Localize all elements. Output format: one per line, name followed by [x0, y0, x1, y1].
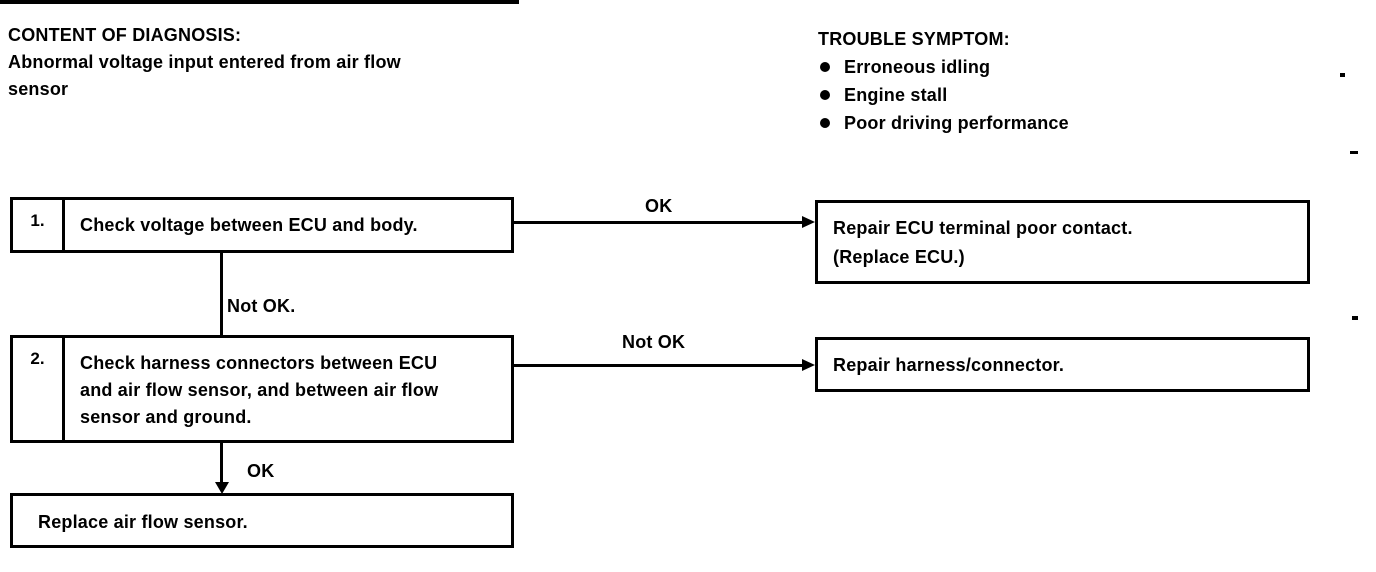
symptom-item-label: Engine stall [844, 84, 948, 105]
result-text-line: Repair ECU terminal poor contact. [833, 218, 1133, 238]
connector-label-ok: OK [247, 461, 275, 481]
diagnosis-description-line: sensor [8, 79, 69, 99]
scan-speck [1352, 316, 1358, 320]
step-text: Check voltage between ECU and body. [80, 215, 418, 235]
symptom-item: Erroneous idling [818, 53, 1338, 81]
symptom-title: TROUBLE SYMPTOM: [818, 29, 1010, 49]
connector-label-not-ok: Not OK. [227, 296, 296, 316]
step-box-2: 2. Check harness connectors between ECU … [10, 335, 514, 443]
step-number: 1. [13, 200, 65, 250]
diagnosis-description-line: Abnormal voltage input entered from air … [8, 52, 401, 72]
arrow-right-icon [802, 216, 815, 228]
step-text-line: Check harness connectors between ECU [80, 353, 438, 373]
connector-line-right-2 [513, 364, 803, 367]
step-number: 2. [13, 338, 65, 440]
step-text-line: and air flow sensor, and between air flo… [80, 380, 439, 400]
symptom-item: Engine stall [818, 81, 1338, 109]
bullet-icon [820, 118, 830, 128]
result-box-1: Repair ECU terminal poor contact. (Repla… [815, 200, 1310, 284]
result-text-line: (Replace ECU.) [833, 247, 965, 267]
terminal-text: Replace air flow sensor. [38, 512, 248, 532]
scan-speck [1340, 73, 1345, 77]
symptom-section: TROUBLE SYMPTOM: Erroneous idling Engine… [818, 26, 1338, 137]
connector-line-right-1 [513, 221, 803, 224]
symptom-item-label: Poor driving performance [844, 112, 1069, 133]
diagnosis-section: CONTENT OF DIAGNOSIS: Abnormal voltage i… [8, 22, 508, 103]
step-text: Check harness connectors between ECU and… [65, 338, 446, 440]
arrow-right-icon [802, 359, 815, 371]
result-box-2: Repair harness/connector. [815, 337, 1310, 392]
result-text: Repair ECU terminal poor contact. (Repla… [818, 203, 1143, 281]
arrow-down-icon [215, 482, 229, 494]
divider-line-right-bottom [0, 0, 511, 4]
connector-line-down-2 [220, 443, 223, 483]
symptom-item-label: Erroneous idling [844, 56, 991, 77]
diagnosis-title: CONTENT OF DIAGNOSIS: [8, 25, 242, 45]
bullet-icon [820, 90, 830, 100]
scan-speck [1350, 151, 1358, 154]
bullet-icon [820, 62, 830, 72]
connector-line-down-1 [220, 252, 223, 336]
symptom-item: Poor driving performance [818, 109, 1338, 137]
connector-label-ok: OK [645, 196, 673, 216]
connector-label-not-ok: Not OK [622, 332, 686, 352]
result-text: Repair harness/connector. [833, 355, 1065, 375]
step-text-line: sensor and ground. [80, 407, 252, 427]
step-box-1: 1. Check voltage between ECU and body. [10, 197, 514, 253]
terminal-box: Replace air flow sensor. [10, 493, 514, 548]
